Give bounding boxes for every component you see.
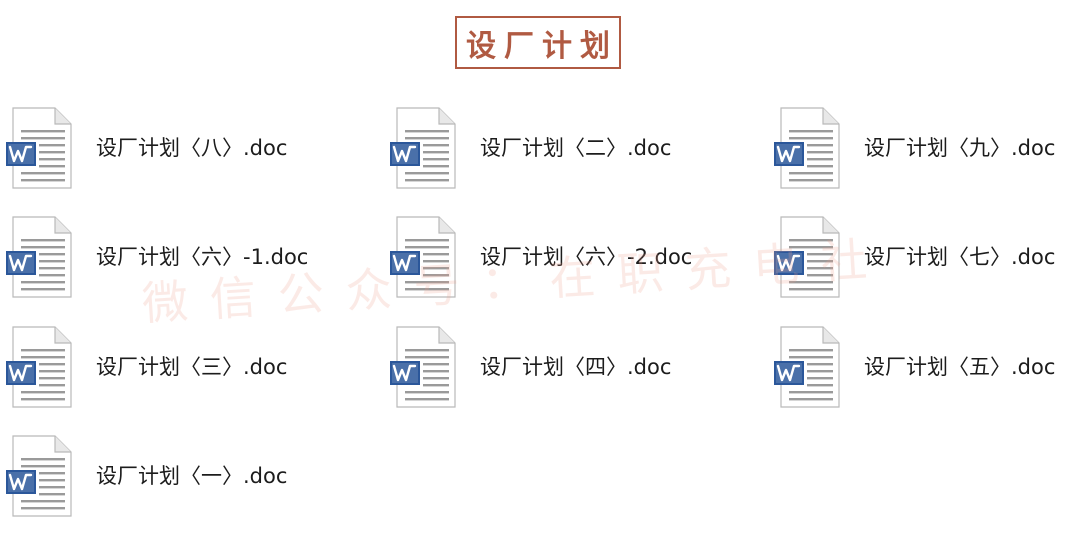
file-name: 设厂计划〈五〉.doc — [864, 355, 1056, 379]
file-name: 设厂计划〈三〉.doc — [96, 355, 288, 379]
word-doc-icon — [389, 325, 457, 409]
page-title-box: 设厂计划 — [455, 16, 621, 69]
file-name: 设厂计划〈六〉-2.doc — [480, 245, 693, 269]
word-doc-icon — [773, 215, 841, 299]
word-doc-icon — [5, 215, 73, 299]
word-doc-icon — [5, 325, 73, 409]
file-name: 设厂计划〈一〉.doc — [96, 464, 288, 488]
word-doc-icon — [773, 325, 841, 409]
word-doc-icon — [389, 106, 457, 190]
page-title: 设厂计划 — [466, 28, 618, 64]
file-name: 设厂计划〈二〉.doc — [480, 136, 672, 160]
word-doc-icon — [389, 215, 457, 299]
file-name: 设厂计划〈八〉.doc — [96, 136, 288, 160]
file-name: 设厂计划〈七〉.doc — [864, 245, 1056, 269]
word-doc-icon — [773, 106, 841, 190]
file-name: 设厂计划〈九〉.doc — [864, 136, 1056, 160]
word-doc-icon — [5, 434, 73, 518]
file-name: 设厂计划〈四〉.doc — [480, 355, 672, 379]
word-doc-icon — [5, 106, 73, 190]
file-name: 设厂计划〈六〉-1.doc — [96, 245, 309, 269]
